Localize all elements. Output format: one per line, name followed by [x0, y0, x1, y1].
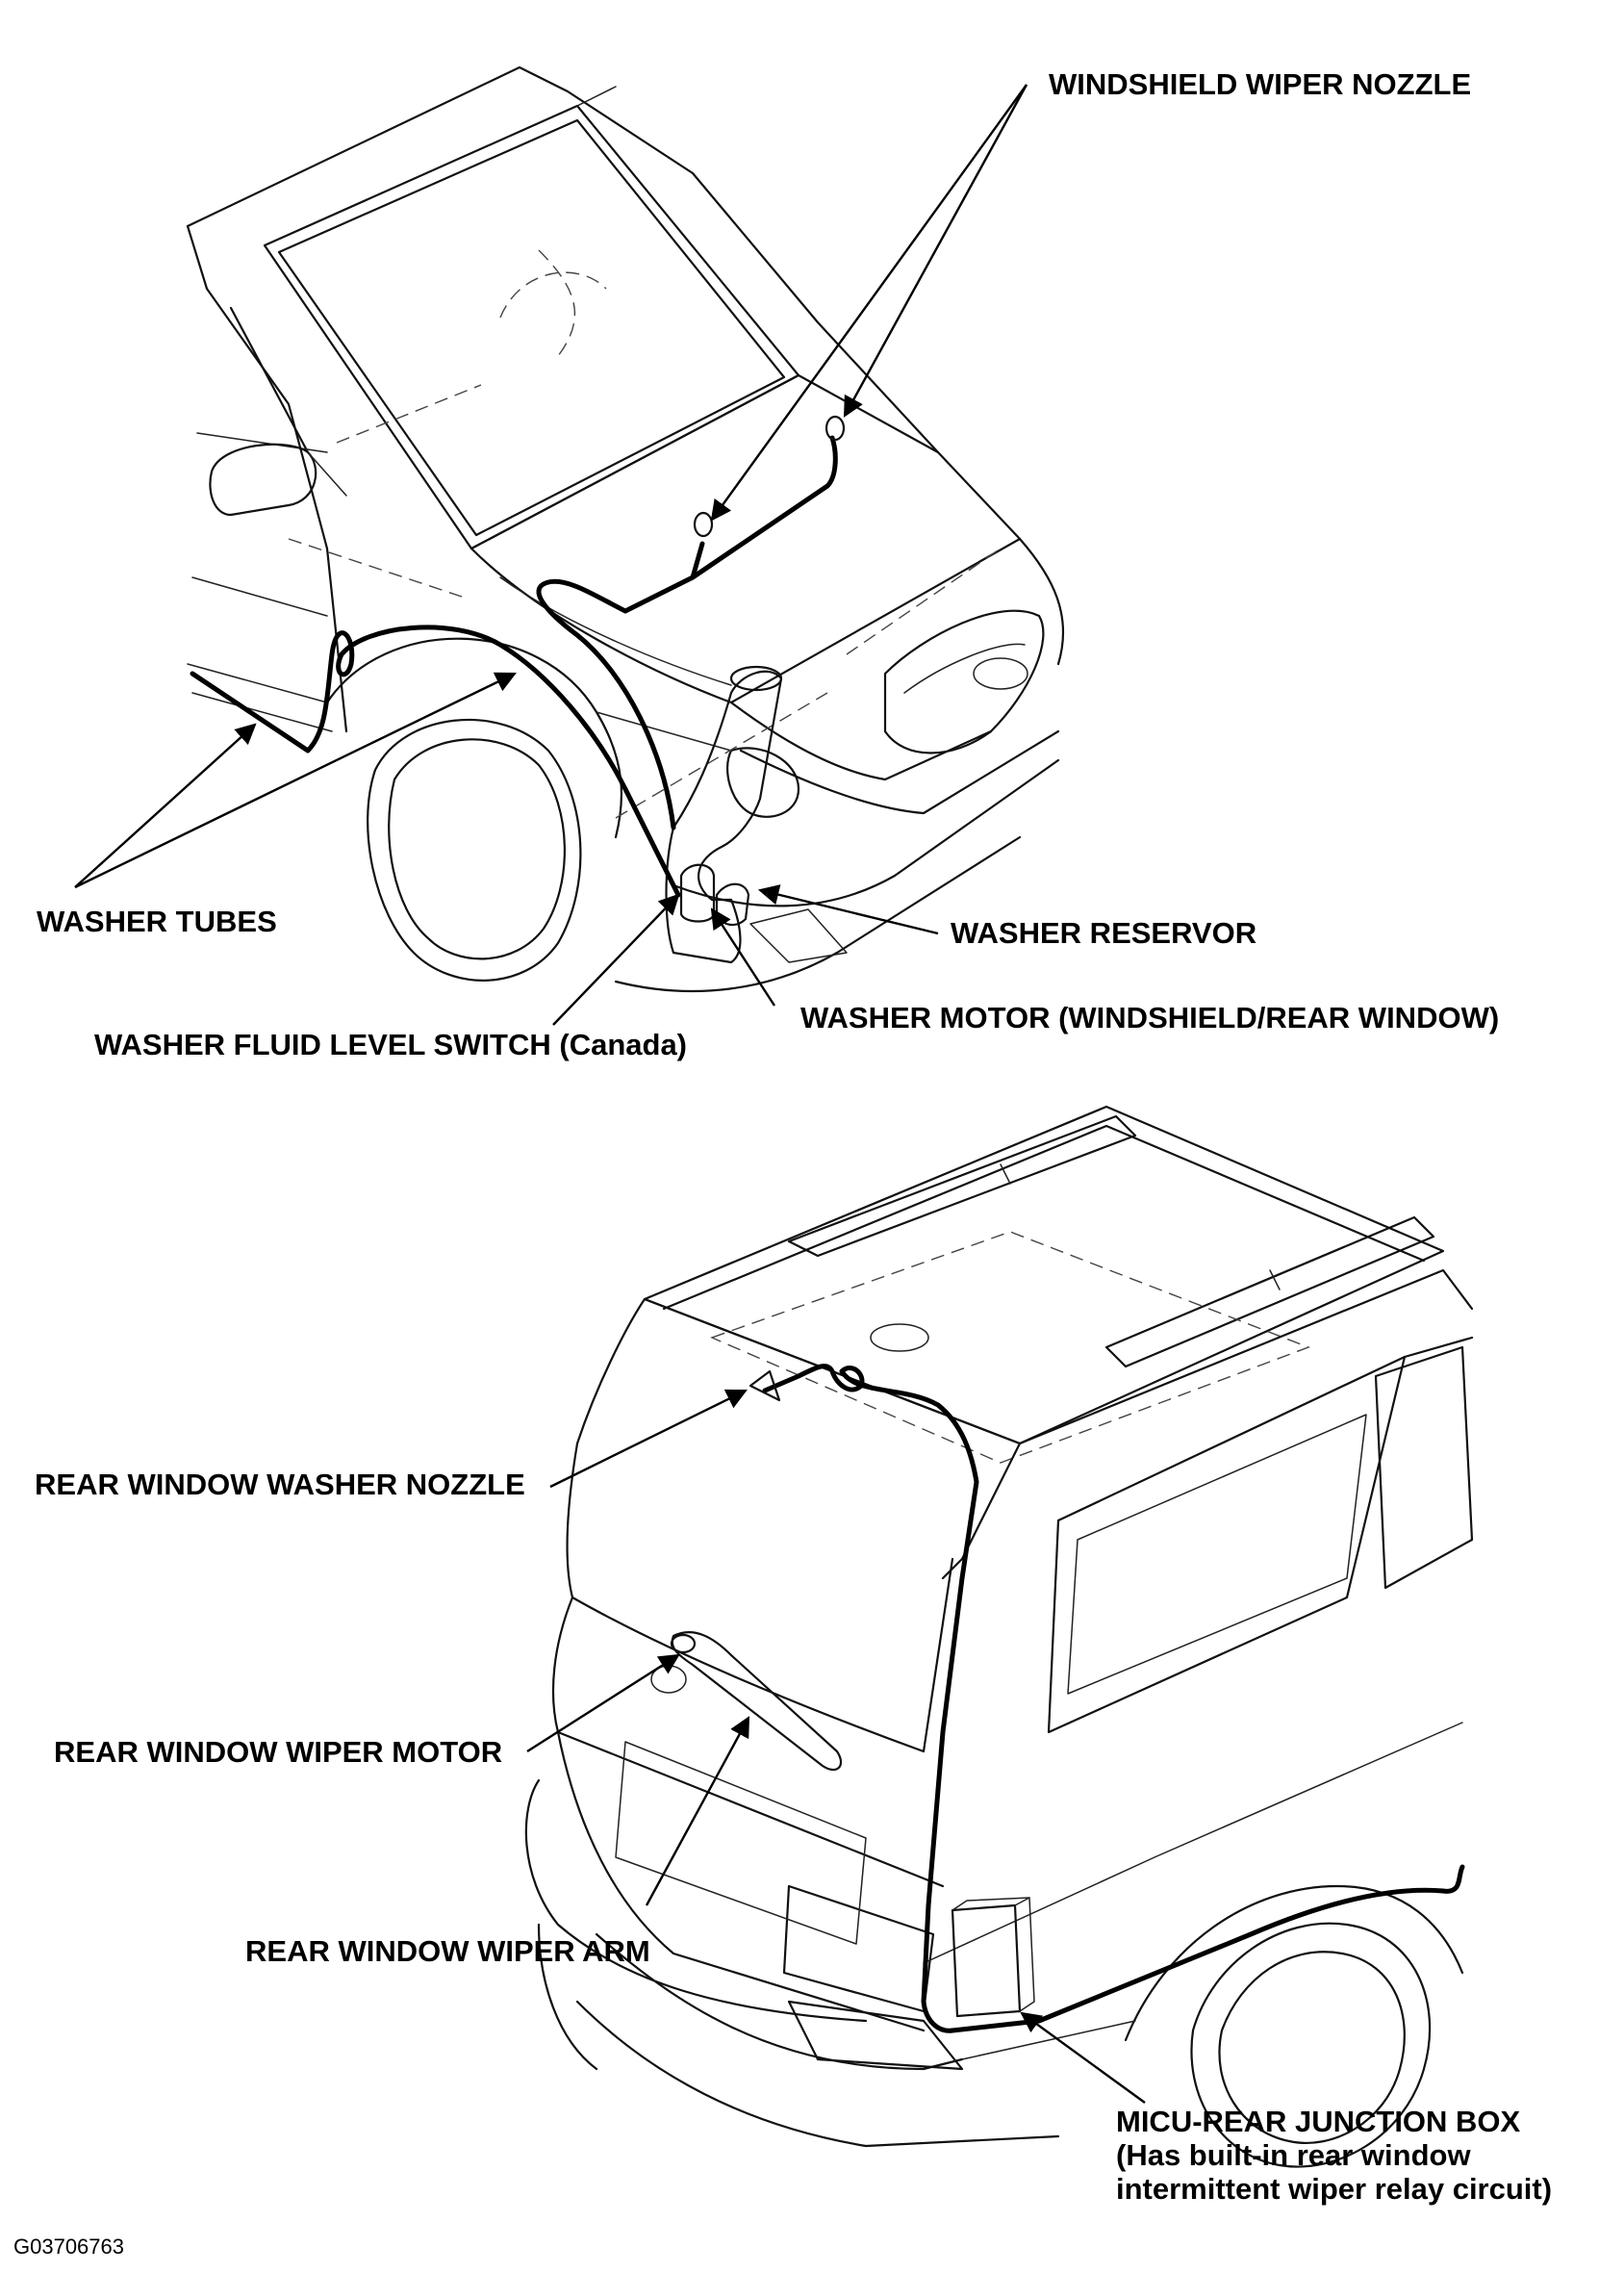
rear-vehicle-outline	[524, 1105, 1474, 2168]
label-micu-note-line2: intermittent wiper relay circuit)	[1116, 2172, 1553, 2206]
rear-wiper-motor	[670, 1633, 697, 1654]
label-windshield-wiper-nozzle: WINDSHIELD WIPER NOZZLE	[1049, 67, 1472, 101]
hood-washer-tube	[536, 435, 838, 830]
label-washer-reservor: WASHER RESERVOR	[951, 916, 1257, 950]
label-micu-rear-junction-box: MICU-REAR JUNCTION BOX	[1116, 2105, 1521, 2138]
windshield-nozzle-left	[693, 511, 714, 538]
label-washer-tubes: WASHER TUBES	[37, 905, 277, 938]
rear-wiper-arm	[671, 1631, 843, 1772]
rear-washer-tube	[762, 1364, 1465, 2033]
windshield-nozzle-right	[825, 415, 846, 442]
nozzle-branch-tube	[690, 541, 705, 580]
micu-rear-junction-box	[951, 1903, 1022, 2018]
label-rear-window-wiper-arm: REAR WINDOW WIPER ARM	[245, 1934, 650, 1968]
label-micu-note-line1: (Has built-in rear window	[1116, 2138, 1471, 2172]
label-rear-window-washer-nozzle: REAR WINDOW WASHER NOZZLE	[35, 1468, 525, 1501]
label-washer-fluid-level-switch: WASHER FLUID LEVEL SWITCH (Canada)	[94, 1028, 688, 1061]
front-washer-tube	[190, 625, 681, 898]
label-washer-motor: WASHER MOTOR (WINDSHIELD/REAR WINDOW)	[800, 1001, 1500, 1034]
figure-id: G03706763	[13, 2235, 124, 2259]
front-vehicle-outline	[186, 65, 1065, 993]
rear-washer-nozzle	[749, 1369, 781, 1402]
leader-arrows	[74, 84, 1146, 2104]
label-rear-window-wiper-motor: REAR WINDOW WIPER MOTOR	[54, 1735, 503, 1769]
